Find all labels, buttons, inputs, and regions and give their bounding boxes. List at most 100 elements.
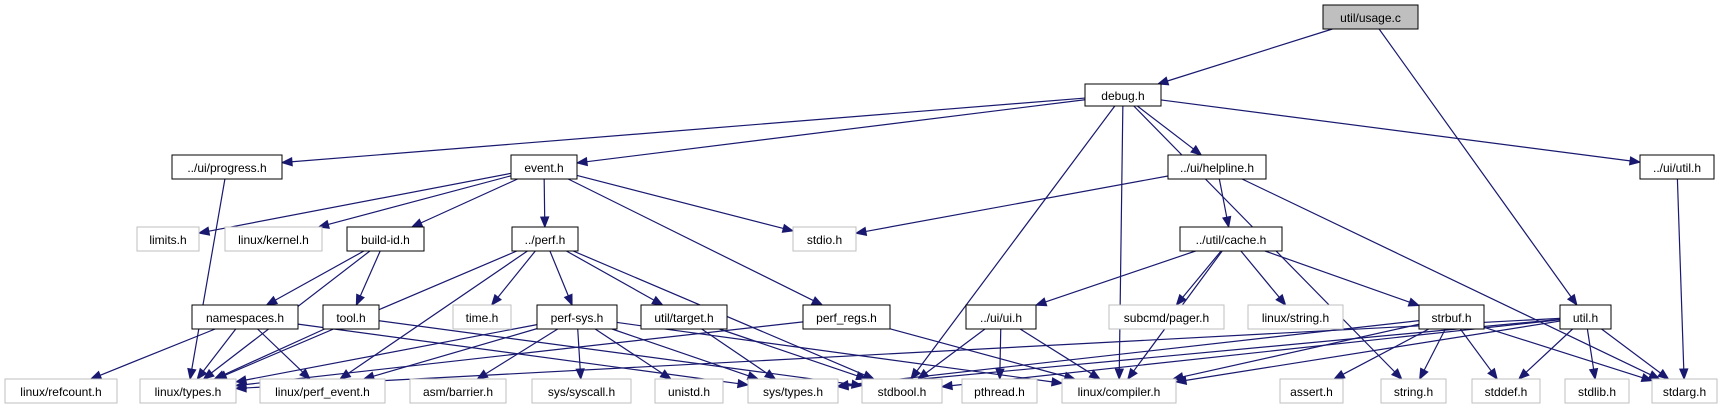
arrowhead-icon — [490, 293, 502, 307]
arrowhead-icon — [1127, 367, 1138, 381]
arrowhead-icon — [1114, 368, 1125, 381]
arrowhead-icon — [187, 367, 197, 381]
edge-line — [1182, 323, 1420, 378]
edge-line — [191, 178, 226, 370]
node-label: ../util/cache.h — [1196, 233, 1267, 247]
node-tool[interactable]: tool.h — [322, 304, 380, 330]
edge-perfregs-to-types — [234, 321, 804, 390]
arrowhead-icon — [575, 368, 585, 381]
edge-debug-to-uiutil — [1160, 99, 1642, 166]
edge-cache-to-lstring — [1240, 250, 1287, 307]
node-box — [452, 304, 512, 330]
node-box — [1167, 154, 1267, 180]
node-label: build-id.h — [361, 233, 410, 247]
arrowhead-icon — [563, 293, 573, 307]
edge-line — [359, 250, 381, 297]
edge-buildid-to-namespaces — [265, 250, 365, 306]
edge-line — [543, 178, 546, 218]
edge-line — [916, 105, 1116, 372]
node-box — [510, 154, 578, 180]
edge-line — [208, 172, 512, 232]
node-debug[interactable]: debug.h — [1084, 83, 1162, 107]
arrowhead-icon — [476, 369, 489, 380]
node-types: linux/types.h — [139, 378, 237, 404]
node-box — [322, 304, 380, 330]
edge-line — [291, 97, 1086, 163]
node-buildid[interactable]: build-id.h — [346, 226, 425, 252]
edge-namespaces-to-refcount — [89, 328, 216, 380]
node-label: ../ui/util.h — [1653, 161, 1701, 175]
node-label: linux/refcount.h — [20, 385, 101, 399]
edge-helpline-to-stdarg — [1241, 178, 1661, 380]
node-uiutil[interactable]: ../ui/util.h — [1639, 154, 1715, 180]
arrowhead-icon — [1190, 144, 1203, 156]
node-time: time.h — [452, 304, 512, 330]
edge-line — [1483, 326, 1643, 379]
node-label: assert.h — [1290, 385, 1333, 399]
node-perfsys[interactable]: perf-sys.h — [536, 304, 618, 330]
arrowhead-icon — [89, 370, 103, 380]
node-box — [1322, 4, 1419, 30]
node-box — [1564, 378, 1630, 404]
edge-line — [577, 328, 581, 370]
node-label: util/usage.c — [1340, 11, 1401, 25]
node-box — [139, 378, 237, 404]
node-helpline[interactable]: ../ui/helpline.h — [1167, 154, 1267, 180]
arrowhead-icon — [1657, 368, 1670, 380]
edge-line — [1185, 320, 1561, 381]
node-box — [1179, 226, 1283, 252]
edge-line — [719, 328, 858, 377]
node-event[interactable]: event.h — [510, 154, 578, 180]
arrowhead-icon — [1088, 369, 1102, 380]
edge-line — [485, 328, 559, 375]
edge-line — [865, 175, 1169, 233]
edge-line — [1240, 250, 1280, 298]
edge-perfsys-to-syscall — [575, 328, 585, 381]
edge-helpline-to-stdio — [854, 175, 1169, 236]
arrowhead-icon — [1407, 297, 1421, 307]
node-namespaces[interactable]: namespaces.h — [191, 304, 299, 330]
edge-perf-to-perfsys — [549, 250, 573, 307]
node-label: unistd.h — [668, 385, 710, 399]
node-label: strbuf.h — [1431, 311, 1471, 325]
edge-line — [1525, 328, 1574, 373]
arrowhead-icon — [202, 368, 215, 380]
node-label: stdio.h — [807, 233, 842, 247]
node-perfregs[interactable]: perf_regs.h — [802, 304, 891, 330]
node-limits: limits.h — [136, 226, 200, 252]
edge-perfsys-to-barrier — [476, 328, 559, 380]
edge-line — [586, 99, 1086, 163]
node-uiui[interactable]: ../ui/ui.h — [965, 304, 1037, 330]
edge-event-to-kernel — [317, 175, 512, 229]
arrowhead-icon — [265, 295, 279, 306]
edge-line — [566, 250, 655, 301]
edge-line — [1423, 328, 1446, 371]
node-perf[interactable]: ../perf.h — [511, 226, 579, 252]
node-assert: assert.h — [1279, 378, 1344, 404]
edge-line — [1586, 328, 1595, 370]
edge-line — [567, 178, 814, 302]
node-cache[interactable]: ../util/cache.h — [1179, 226, 1283, 252]
node-strbuf[interactable]: strbuf.h — [1418, 304, 1485, 330]
node-usage[interactable]: util/usage.c — [1322, 4, 1419, 30]
edge-target-to-stdbool — [719, 328, 868, 381]
node-kernel: linux/kernel.h — [224, 226, 323, 252]
edge-line — [701, 328, 768, 374]
edge-uiui-to-compiler — [1019, 328, 1102, 380]
edge-cache-to-strbuf — [1264, 250, 1421, 307]
node-box — [861, 378, 943, 404]
node-box — [747, 378, 839, 404]
arrowhead-icon — [659, 369, 672, 380]
edge-cache-to-pager — [1175, 250, 1222, 307]
node-label: sys/types.h — [763, 385, 823, 399]
node-stdio: stdio.h — [792, 226, 857, 252]
edge-strbuf-to-stdarg — [1483, 326, 1654, 383]
node-util[interactable]: util.h — [1559, 304, 1612, 330]
node-target[interactable]: util/target.h — [640, 304, 728, 330]
edge-line — [1264, 250, 1410, 303]
node-box — [224, 226, 323, 252]
node-label: ../ui/helpline.h — [1180, 161, 1254, 175]
node-progress[interactable]: ../ui/progress.h — [171, 154, 283, 180]
node-pager: subcmd/pager.h — [1108, 304, 1225, 330]
edge-line — [1160, 99, 1631, 162]
